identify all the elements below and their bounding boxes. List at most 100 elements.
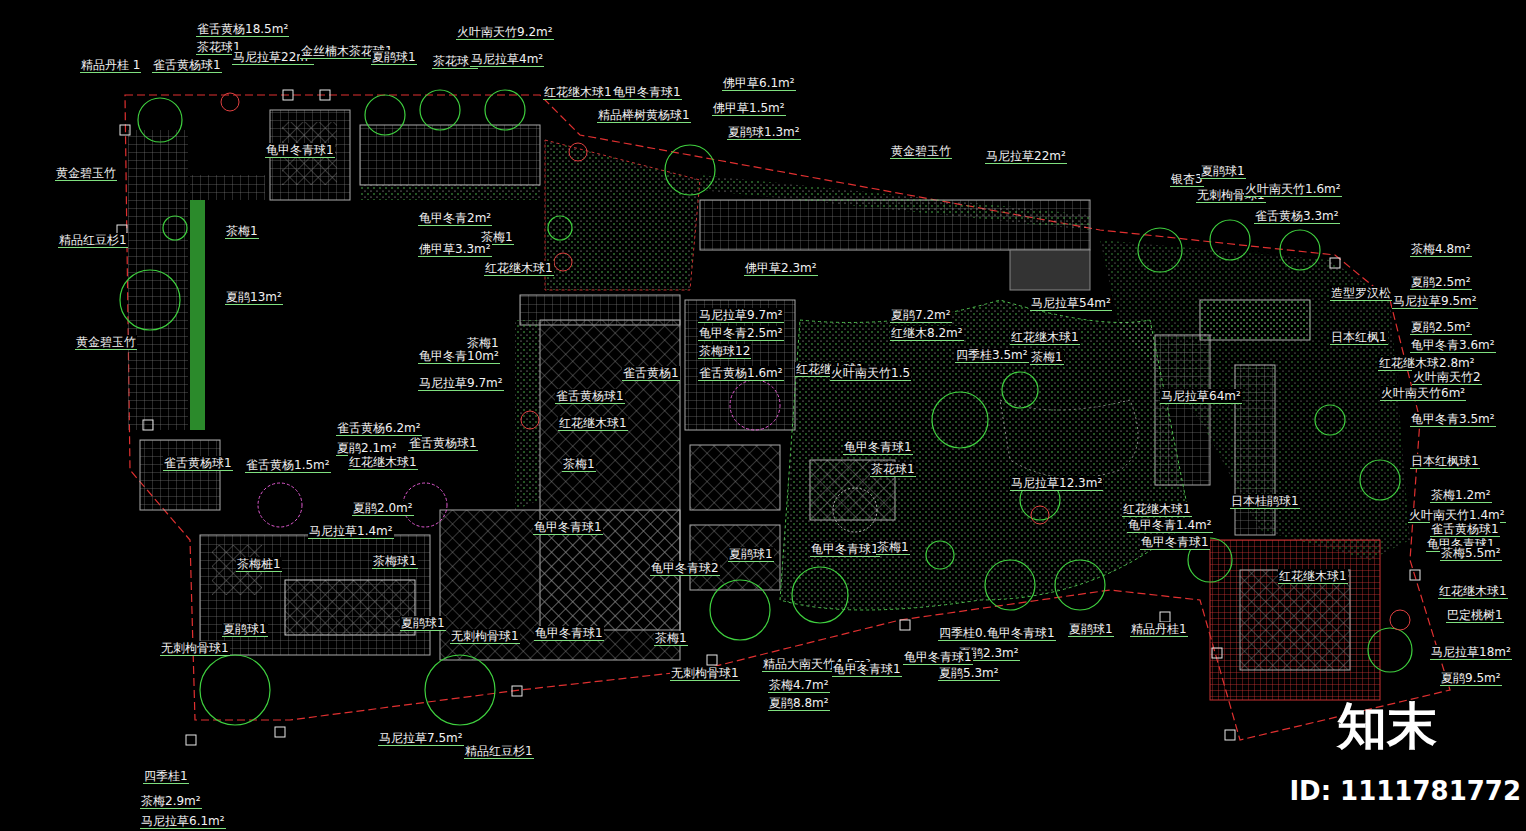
- plant-label: 佛甲草1.5m²: [712, 101, 786, 116]
- plant-label: 马尼拉草7.5m²: [378, 731, 464, 746]
- plant-label: 茶梅5.5m²: [1440, 546, 1502, 561]
- plant-label: 茶梅1: [654, 631, 688, 646]
- plant-label: 龟甲冬青1.4m²: [1127, 518, 1213, 533]
- plant-label: 精品红豆杉1: [464, 744, 534, 759]
- plant-label: 茶梅1: [1030, 350, 1064, 365]
- plant-label: 火叶南天竹2: [1412, 370, 1482, 385]
- plant-label: 雀舌黄杨球1: [408, 436, 478, 451]
- plant-label: 无刺枸骨球1: [450, 629, 520, 644]
- plant-label: 龟甲冬青2.5m²: [698, 326, 784, 341]
- plant-label: 雀舌黄杨6.2m²: [336, 421, 422, 436]
- plant-label: 火叶南天竹1.4m²: [1408, 508, 1506, 523]
- plant-label: 四季桂1: [143, 769, 189, 784]
- plant-label: 茶梅球12: [698, 344, 751, 359]
- plant-label: 精品红豆杉1: [58, 233, 128, 248]
- plant-label: 火叶南天竹9.2m²: [456, 25, 554, 40]
- plant-label: 龟甲冬青球1: [986, 626, 1056, 641]
- plant-label: 马尼拉草4m²: [470, 52, 544, 67]
- plant-label: 四季桂3.5m²: [955, 348, 1029, 363]
- plant-label: 夏鹃球1: [400, 616, 446, 631]
- plant-label: 夏鹃13m²: [225, 290, 283, 305]
- plant-label: 无刺枸骨球1: [670, 666, 740, 681]
- plant-label: 雀舌黄杨18.5m²: [196, 22, 289, 37]
- plant-label: 雀舌黄杨1.5m²: [245, 458, 331, 473]
- plant-label: 马尼拉草18m²: [1430, 645, 1512, 660]
- plant-label: 龟甲冬青球1: [832, 662, 902, 677]
- plant-label: 日本红枫1: [1330, 330, 1388, 345]
- plant-label: 龟甲冬青球1: [533, 520, 603, 535]
- plant-label: 火叶南天竹6m²: [1380, 386, 1466, 401]
- plant-label: 夏鹃球1: [1068, 622, 1114, 637]
- plant-label: 龟甲冬青球2: [650, 561, 720, 576]
- plant-label: 马尼拉草9.5m²: [1392, 294, 1478, 309]
- plant-label: 夏鹃9.5m²: [1440, 671, 1502, 686]
- plant-label: 精品榉树黄杨球1: [597, 108, 691, 123]
- plant-label: 龟甲冬青球1: [1140, 535, 1210, 550]
- plant-label: 雀舌黄杨球1: [152, 58, 222, 73]
- plant-label: 夏鹃8.8m²: [768, 696, 830, 711]
- plant-label: 龟甲冬青3.6m²: [1410, 338, 1496, 353]
- plant-label: 龟甲冬青球1: [534, 626, 604, 641]
- plant-label: 无刺枸骨球1: [160, 641, 230, 656]
- plant-label: 巴定桃树1: [1446, 608, 1504, 623]
- plant-label: 龟甲冬青2m²: [418, 211, 492, 226]
- plant-label: 马尼拉草6.1m²: [140, 814, 226, 829]
- plant-label: 红花继木球2.8m²: [1378, 356, 1476, 371]
- watermark: 知末: [1336, 698, 1438, 754]
- plant-label: 夏鹃球1: [1200, 164, 1246, 179]
- plant-label: 日本桂鹃球1: [1230, 494, 1300, 509]
- plant-label: 龟甲冬青球1: [810, 542, 880, 557]
- plant-label: 茶梅桩1: [236, 557, 282, 572]
- plant-label: 茶梅1: [562, 457, 596, 472]
- plant-label: 雀舌黄杨球1: [163, 456, 233, 471]
- plant-label: 造型罗汉松: [1330, 286, 1392, 301]
- plant-label: 雀舌黄杨球1: [555, 389, 625, 404]
- plant-label: 银杏3: [1170, 172, 1204, 187]
- plant-label: 龟甲冬青3.5m²: [1410, 412, 1496, 427]
- plant-label: 精品丹桂1: [1130, 622, 1188, 637]
- plant-label: 夏鹃2.0m²: [352, 501, 414, 516]
- plant-label: 雀舌黄杨1.6m²: [698, 366, 784, 381]
- plant-label: 红花继木球1: [1010, 330, 1080, 345]
- plant-label: 红花继木球1: [484, 261, 554, 276]
- plant-label: 龟甲冬青10m²: [418, 349, 500, 364]
- plant-label: 夏鹃球1: [222, 622, 268, 637]
- plant-label: 红花继木球1: [558, 416, 628, 431]
- plant-label: 马尼拉草22m²: [985, 149, 1067, 164]
- plant-label: 雀舌黄杨球1: [1430, 522, 1500, 537]
- plant-label: 佛甲草6.1m²: [722, 76, 796, 91]
- plant-label: 夏鹃2.5m²: [1410, 320, 1472, 335]
- plant-label: 黄金碧玉竹: [75, 335, 137, 350]
- plant-label: 夏鹃2.5m²: [1410, 275, 1472, 290]
- plant-label: 雀舌黄杨3.3m²: [1254, 209, 1340, 224]
- plant-label: 夏鹃球1.3m²: [727, 125, 801, 140]
- plant-label: 龟甲冬青球1: [843, 440, 913, 455]
- plant-label: 黄金碧玉竹: [890, 144, 952, 159]
- plant-label: 火叶南天竹1.5: [830, 366, 911, 381]
- plant-label: 马尼拉草1.4m²: [308, 524, 394, 539]
- plant-label: 茶梅2.9m²: [140, 794, 202, 809]
- watermark-id: ID: 1111781772: [1288, 776, 1522, 806]
- plant-label: 红继木8.2m²: [890, 326, 964, 341]
- plant-label: 红花继木球1: [348, 455, 418, 470]
- plant-label: 佛甲草2.3m²: [744, 261, 818, 276]
- plant-label: 茶梅1: [876, 540, 910, 555]
- plant-label: 黄金碧玉竹: [55, 166, 117, 181]
- plant-label: 雀舌黄杨1: [622, 366, 680, 381]
- plant-label: 茶梅球1: [372, 554, 418, 569]
- plant-label: 马尼拉草9.7m²: [698, 308, 784, 323]
- plant-label: 马尼拉草9.7m²: [418, 376, 504, 391]
- plant-label: 日本红枫球1: [1410, 454, 1480, 469]
- plant-label: 龟甲冬青球1: [903, 650, 973, 665]
- plant-label: 夏鹃球1: [371, 50, 417, 65]
- plant-label: 茶梅4.8m²: [1410, 242, 1472, 257]
- plant-label: 夏鹃球1: [728, 547, 774, 562]
- plant-label: 茶花球1: [870, 462, 916, 477]
- plant-label: 马尼拉草64m²: [1160, 389, 1242, 404]
- plant-label: 火叶南天竹1.6m²: [1244, 182, 1342, 197]
- plant-label: 精品丹桂 1: [80, 58, 141, 73]
- plant-label: 夏鹃2.1m²: [336, 441, 398, 456]
- plant-label: 马尼拉草54m²: [1030, 296, 1112, 311]
- plant-label: 茶梅4.7m²: [768, 678, 830, 693]
